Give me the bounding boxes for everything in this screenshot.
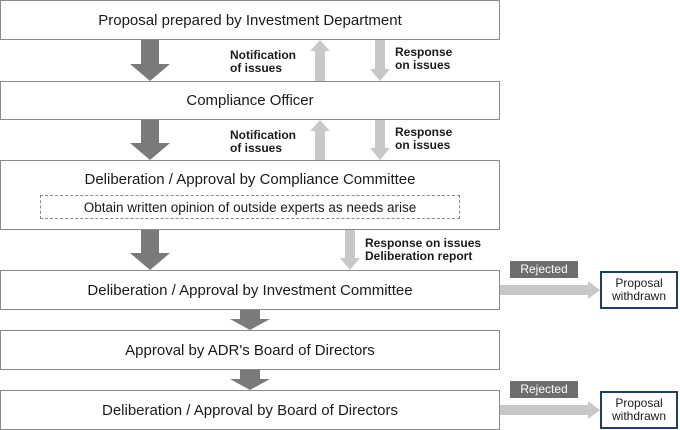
down-arrow-2 [130, 120, 170, 160]
down-arrow-report [340, 230, 360, 270]
right-arrow-rejected-2 [500, 401, 600, 419]
step-adr-board-label: Approval by ADR's Board of Directors [125, 341, 375, 359]
step-board-box: Deliberation / Approval by Board of Dire… [0, 390, 500, 430]
down-arrow-5 [230, 370, 270, 390]
step-compliance-officer-label: Compliance Officer [186, 92, 314, 109]
right-arrow-rejected-1 [500, 281, 600, 299]
up-arrow-notification-2 [310, 120, 330, 160]
proposal-withdrawn-box-1: Proposal withdrawn [600, 271, 678, 309]
response-report-note: Response on issues Deliberation report [365, 236, 482, 263]
step-proposal-box: Proposal prepared by Investment Departme… [0, 0, 500, 40]
down-arrow-3 [130, 230, 170, 270]
proposal-withdrawn-box-2: Proposal withdrawn [600, 391, 678, 429]
response-note-1: Response on issues [395, 45, 453, 72]
down-arrow-response-1 [370, 40, 390, 81]
step-investment-committee-box: Deliberation / Approval by Investment Co… [0, 270, 500, 310]
down-arrow-1 [130, 40, 170, 81]
rejected-badge-2: Rejected [510, 381, 578, 398]
outside-experts-note: Obtain written opinion of outside expert… [40, 195, 460, 219]
response-note-2: Response on issues [395, 125, 453, 152]
notification-note-2: Notification of issues [230, 128, 296, 155]
outside-experts-text: Obtain written opinion of outside expert… [83, 199, 417, 215]
rejected-badge-1: Rejected [510, 261, 578, 278]
down-arrow-response-2 [370, 120, 390, 160]
step-compliance-committee-label: Deliberation / Approval by Compliance Co… [84, 171, 416, 188]
step-board-label: Deliberation / Approval by Board of Dire… [102, 401, 398, 419]
step-compliance-officer-box: Compliance Officer [0, 81, 500, 120]
step-proposal-label: Proposal prepared by Investment Departme… [98, 11, 402, 29]
step-investment-committee-label: Deliberation / Approval by Investment Co… [87, 281, 413, 299]
step-adr-board-box: Approval by ADR's Board of Directors [0, 330, 500, 370]
down-arrow-4 [230, 310, 270, 330]
up-arrow-notification-1 [310, 40, 330, 81]
notification-note-1: Notification of issues [230, 48, 296, 75]
